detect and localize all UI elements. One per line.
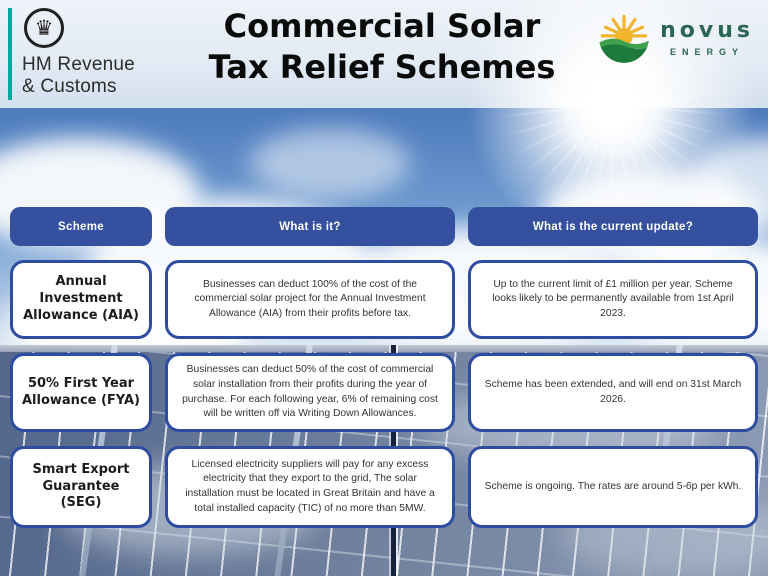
column-header-current-update: What is the current update? <box>468 207 758 246</box>
solar-panel-frame <box>0 345 768 352</box>
hmrc-logo-text: HM Revenue & Customs <box>22 54 135 99</box>
novus-name: novus <box>660 17 754 43</box>
novus-energy-logo: novus ENERGY <box>598 12 754 64</box>
novus-sun-hills-icon <box>599 14 650 63</box>
hmrc-line2: & Customs <box>22 76 117 98</box>
scheme-update-aia: Up to the current limit of £1 million pe… <box>468 260 758 339</box>
scheme-description-aia: Businesses can deduct 100% of the cost o… <box>165 260 455 339</box>
scheme-name-fya: 50% First Year Allowance (FYA) <box>10 353 152 432</box>
scheme-name-seg: Smart Export Guarantee (SEG) <box>10 446 152 528</box>
page-title-line1: Commercial Solar <box>223 7 541 45</box>
scheme-description-seg: Licensed electricity suppliers will pay … <box>165 446 455 528</box>
novus-wordmark: novus ENERGY <box>660 17 754 57</box>
scheme-name-aia: Annual Investment Allowance (AIA) <box>10 260 152 339</box>
column-header-what-is-it: What is it? <box>165 207 455 246</box>
crown-icon: ♛ <box>24 8 64 48</box>
crown-glyph: ♛ <box>34 15 54 40</box>
hmrc-accent-bar <box>8 8 12 100</box>
scheme-description-fya: Businesses can deduct 50% of the cost of… <box>165 353 455 432</box>
column-header-scheme: Scheme <box>10 207 152 246</box>
schemes-table: Scheme What is it? What is the current u… <box>10 207 758 528</box>
page-title: Commercial Solar Tax Relief Schemes <box>178 6 586 88</box>
page-title-line2: Tax Relief Schemes <box>208 47 556 86</box>
hmrc-logo: ♛ HM Revenue & Customs <box>8 8 135 100</box>
scheme-update-fya: Scheme has been extended, and will end o… <box>468 353 758 432</box>
cloud <box>250 128 410 198</box>
scheme-update-seg: Scheme is ongoing. The rates are around … <box>468 446 758 528</box>
hmrc-line1: HM Revenue <box>22 54 135 75</box>
novus-subtitle: ENERGY <box>670 46 745 57</box>
hmrc-logo-body: ♛ HM Revenue & Customs <box>22 8 135 100</box>
